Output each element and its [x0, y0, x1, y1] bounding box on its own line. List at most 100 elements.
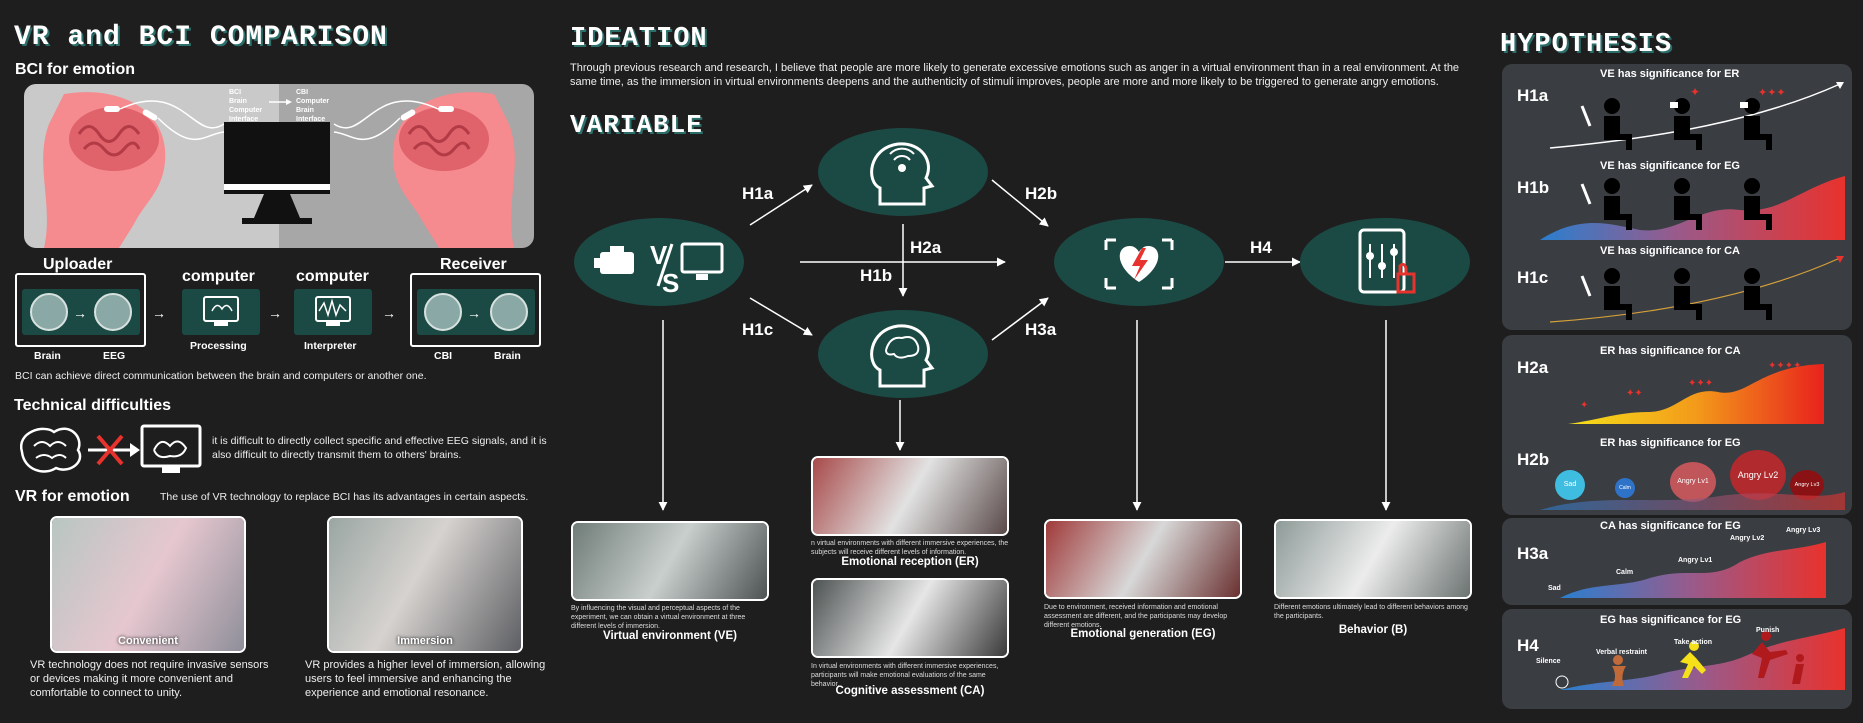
receiver-frame	[410, 273, 541, 347]
eg-photo	[1044, 519, 1242, 599]
ca-photo	[811, 578, 1009, 658]
eeg-label: EEG	[103, 350, 126, 362]
eg-node	[1054, 218, 1224, 306]
h2b-label: H2b	[1517, 450, 1550, 469]
seated-person-icon	[1674, 178, 1702, 230]
h2b-title: ER has significance for EG	[1600, 437, 1741, 449]
ideation-title: IDEATION	[570, 24, 708, 54]
tech-description: it is difficult to directly collect spec…	[212, 435, 547, 461]
h1c-label: H1c	[1517, 268, 1549, 287]
angry-lv1-bubble: Angry Lv1	[1670, 462, 1716, 502]
svg-text:✦: ✦	[1690, 85, 1700, 99]
svg-text:V: V	[650, 240, 668, 270]
bci-description: BCI can achieve direct communication bet…	[15, 370, 427, 382]
processing-box	[182, 289, 260, 335]
ideation-text: Through previous research and research, …	[570, 62, 1460, 88]
er-node	[818, 128, 988, 216]
seated-person-icon	[1604, 98, 1632, 150]
computer-heading-2: computer	[296, 268, 369, 285]
angry-lv2-bubble: Angry Lv2	[1730, 450, 1786, 500]
seated-person-icon	[1604, 178, 1632, 230]
vr-subheading: The use of VR technology to replace BCI …	[160, 491, 529, 503]
h1b-label: H1b	[1517, 178, 1550, 197]
h1b-title: VE has significance for EG	[1600, 160, 1740, 172]
head-signal-icon	[870, 142, 935, 206]
vr-heading: VR for emotion	[15, 488, 130, 505]
arrow-right-icon: →	[268, 305, 282, 321]
comparison-title: VR and BCI COMPARISON	[14, 22, 388, 53]
arrow-label-h2b: H2b	[1025, 184, 1058, 203]
head-brain-icon	[870, 324, 935, 388]
monitor-brain-icon	[203, 296, 239, 326]
kicking-person-icon	[1752, 631, 1804, 684]
bci-illustration: BCI Brain Computer Interface CBI Compute…	[24, 84, 534, 248]
calm-bubble: Calm	[1615, 478, 1635, 498]
vr-convenient-photo: Convenient	[50, 516, 246, 653]
h3a-angry-lv2: Angry Lv2	[1730, 535, 1765, 542]
h4-take-action: Take action	[1674, 639, 1712, 646]
restrained-person-icon	[1612, 655, 1626, 686]
arrow-right-icon: →	[467, 305, 481, 321]
heart-lightning-icon	[1104, 238, 1174, 290]
er-photo	[811, 456, 1009, 536]
ca-description: In virtual environments with different i…	[811, 663, 999, 688]
brain-label-receiver: Brain	[494, 350, 521, 362]
vr-immersion-photo: Immersion	[327, 516, 523, 653]
monitor-brain-icon	[140, 424, 202, 473]
arrow-right-icon: →	[73, 305, 87, 321]
h1c-graphic	[1549, 256, 1844, 323]
ca-caption: Cognitive assessment (CA)	[835, 685, 985, 697]
brain-label: Brain	[34, 350, 61, 362]
svg-text:S: S	[662, 268, 679, 298]
h3a-angry-lv1: Angry Lv1	[1678, 557, 1713, 564]
h1c-title: VE has significance for CA	[1600, 245, 1740, 257]
arrow-label-h1a: H1a	[742, 184, 774, 203]
h2a-label: H2a	[1517, 358, 1549, 377]
behavior-photo	[1274, 519, 1472, 599]
running-person-icon	[1680, 641, 1706, 678]
h4-title: EG has significance for EG	[1600, 614, 1742, 626]
brain-icon	[490, 293, 528, 331]
h4-punish: Punish	[1756, 627, 1780, 634]
arrow-label-h3a: H3a	[1025, 320, 1057, 339]
h3a-graphic	[1560, 542, 1826, 598]
arrow-label-h4: H4	[1250, 238, 1272, 257]
bci-scene-svg	[43, 92, 515, 248]
vr-immersion-description: VR provides a higher level of immersion,…	[305, 659, 546, 699]
h4-verbal-restraint: Verbal restraint	[1596, 649, 1647, 656]
behavior-node	[1300, 218, 1470, 306]
processing-label: Processing	[190, 340, 247, 352]
monitor-icon	[224, 122, 330, 224]
vr-convenient-description: VR technology does not require invasive …	[30, 659, 269, 699]
ve-description: By influencing the visual and perceptual…	[571, 605, 746, 630]
arrow-right-icon: →	[382, 305, 396, 321]
control-panel-thumb-icon	[1358, 228, 1416, 294]
receiver-heading: Receiver	[440, 256, 507, 273]
svg-text:✦✦: ✦✦	[1626, 388, 1643, 399]
brain-icon	[30, 293, 68, 331]
engine-vs-screen-icon: V S	[594, 240, 724, 298]
arrow-right-icon: →	[152, 305, 166, 321]
h3a-title: CA has significance for EG	[1600, 520, 1741, 532]
cbi-label: CBI Computer Brain Interface	[296, 89, 330, 123]
behavior-caption: Behavior (B)	[1338, 624, 1408, 636]
eg-description: Due to environment, received information…	[1044, 604, 1228, 629]
h1a-label: H1a	[1517, 86, 1549, 105]
blocked-cross-icon	[96, 434, 124, 466]
ca-node	[818, 310, 988, 398]
h3a-angry-lv3: Angry Lv3	[1786, 527, 1821, 534]
seated-person-icon	[1744, 268, 1772, 320]
cbi-label-bottom: CBI	[434, 350, 453, 362]
tech-illustration	[14, 422, 204, 476]
uploader-heading: Uploader	[43, 256, 113, 273]
seated-person-icon	[1744, 178, 1772, 230]
computer-heading-1: computer	[182, 268, 255, 285]
tech-heading: Technical difficulties	[14, 397, 172, 414]
h2a-title: ER has significance for CA	[1600, 345, 1741, 357]
hypothesis-title: HYPOTHESIS	[1500, 30, 1673, 60]
interpreter-label: Interpreter	[304, 340, 357, 352]
h2b-wave	[1540, 492, 1845, 510]
h3a-sad: Sad	[1548, 585, 1561, 592]
svg-text:✦✦✦: ✦✦✦	[1758, 87, 1786, 99]
h1a-title: VE has significance for ER	[1600, 68, 1740, 80]
